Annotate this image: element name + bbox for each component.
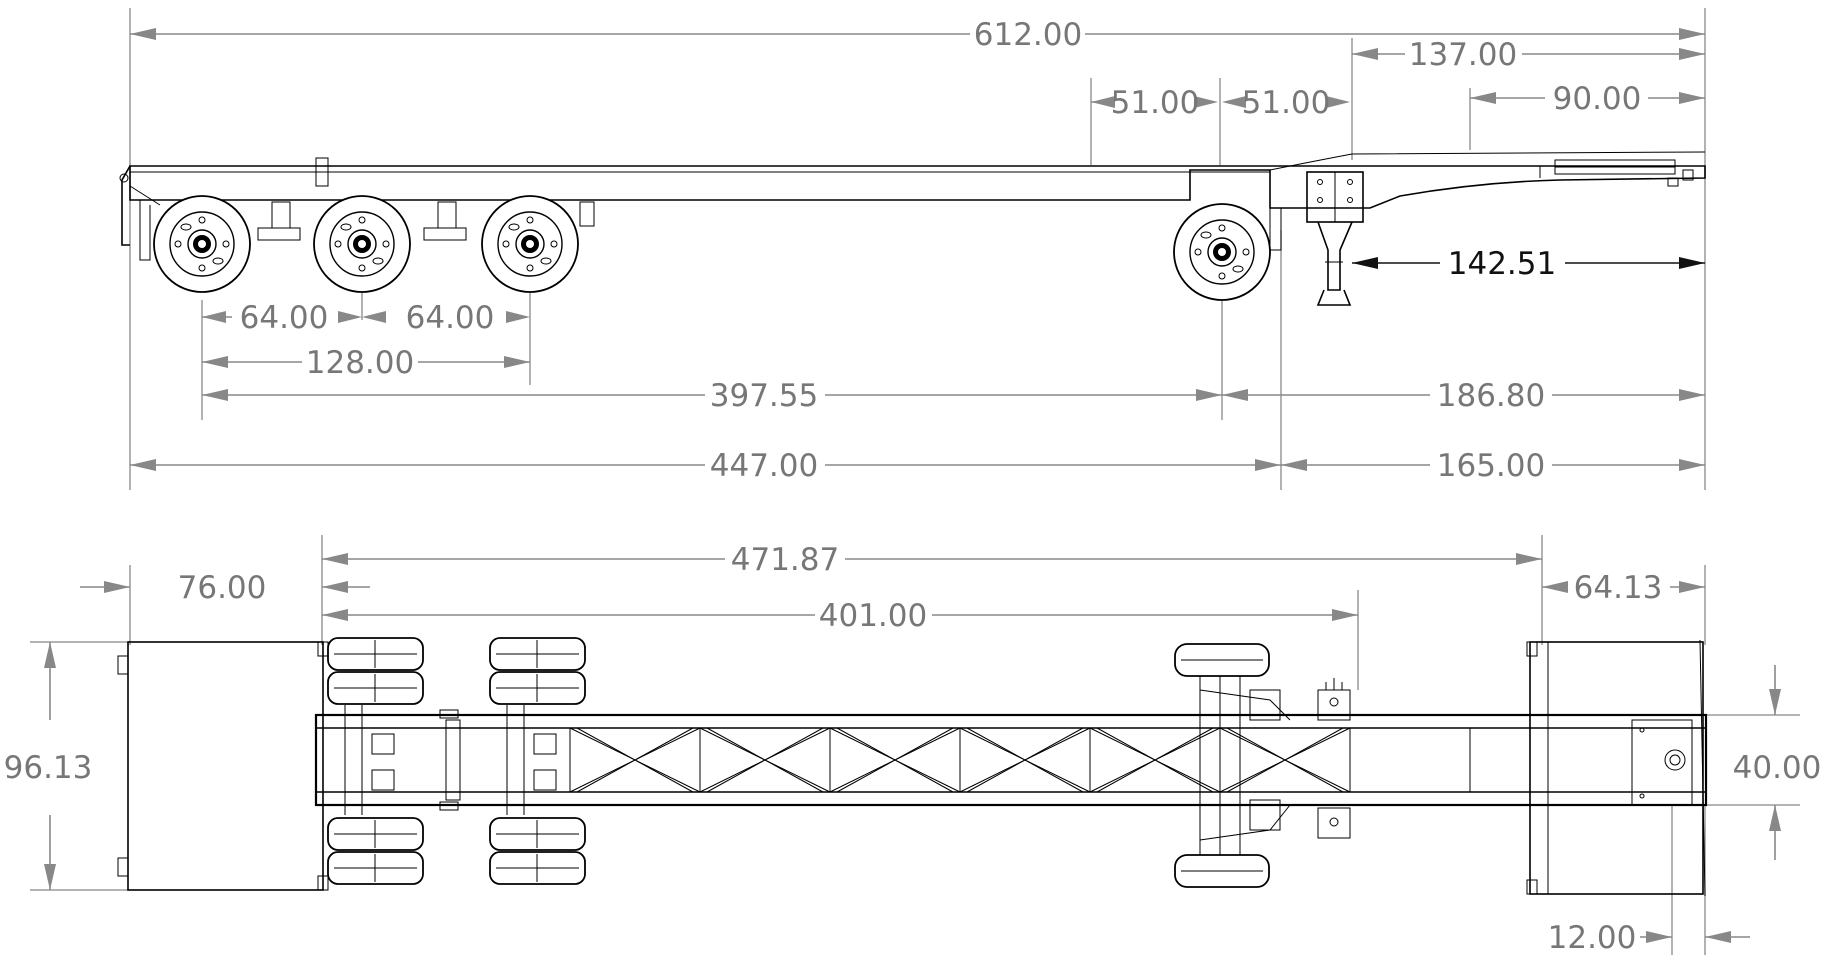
dim-label-447: 447.00 (710, 448, 818, 484)
top-view: 471.87 401.00 76.00 64.13 (4, 535, 1822, 956)
dim-rear-to-landing-top: 401.00 (322, 598, 1358, 634)
dim-tandem-spread: 128.00 (202, 345, 530, 381)
lift-axle-top (1174, 643, 1291, 888)
dim-label-128: 128.00 (306, 345, 414, 381)
dim-landing-to-front: 165.00 (1281, 448, 1705, 484)
dim-label-471: 471.87 (731, 542, 839, 578)
dim-label-397: 397.55 (710, 378, 818, 414)
dim-label-96: 96.13 (4, 750, 93, 786)
dim-label-90: 90.00 (1553, 81, 1642, 117)
dim-label-186: 186.80 (1437, 378, 1545, 414)
dim-51-left: 51.00 (1091, 85, 1218, 121)
dim-label-64-1: 64.00 (240, 300, 329, 336)
dim-label-401: 401.00 (819, 598, 927, 634)
rear-tires-2-upper (489, 637, 586, 705)
dim-rear-overhang: 76.00 (80, 570, 370, 606)
rear-tires-1-lower (327, 817, 424, 885)
cross-bracing (569, 727, 1471, 793)
dim-label-51-right: 51.00 (1242, 85, 1331, 121)
landing-gear-top (1317, 678, 1351, 839)
dim-landing-gear-to-front: 142.51 (1352, 246, 1705, 282)
dim-frame-width: 40.00 (1733, 665, 1822, 860)
rear-axle-3-wheel (481, 195, 579, 293)
dim-front-overhang: 64.13 (1542, 570, 1705, 606)
dim-label-64-13: 64.13 (1574, 570, 1663, 606)
dim-label-64-2: 64.00 (406, 300, 495, 336)
dim-rear-to-crossmember: 471.87 (322, 542, 1542, 578)
rear-axle-1-wheel (153, 195, 251, 293)
dim-front-offset: 12.00 (1548, 920, 1750, 956)
dim-overall-length: 612.00 (130, 17, 1705, 53)
dim-gooseneck-to-front: 90.00 (1470, 81, 1705, 117)
dim-axle-spacing: 64.00 64.00 (202, 300, 530, 336)
dim-label-51-left: 51.00 (1111, 85, 1200, 121)
side-view: 612.00 137.00 90.00 51.00 (119, 8, 1706, 490)
dim-label-40: 40.00 (1733, 750, 1822, 786)
dim-label-137: 137.00 (1409, 37, 1517, 73)
rear-axle-2-wheel (313, 195, 411, 293)
landing-gear (1306, 171, 1364, 306)
dim-label-165: 165.00 (1437, 448, 1545, 484)
dim-51-right: 51.00 (1222, 85, 1350, 121)
dim-kingpin-to-front: 137.00 (1352, 37, 1705, 73)
dim-rear-to-landing: 447.00 (130, 448, 1281, 484)
dim-label-76: 76.00 (178, 570, 267, 606)
lift-axle-wheel (1173, 203, 1271, 301)
dim-lift-to-front: 186.80 (1222, 378, 1705, 414)
rear-tires-1-upper (327, 637, 424, 705)
dim-axle-to-lift: 397.55 (202, 378, 1222, 414)
dim-overall-width: 96.13 (4, 642, 93, 890)
dim-label-142: 142.51 (1448, 246, 1556, 282)
dim-label-612: 612.00 (974, 17, 1082, 53)
rear-tires-2-lower (489, 817, 586, 885)
dim-label-12: 12.00 (1548, 920, 1637, 956)
